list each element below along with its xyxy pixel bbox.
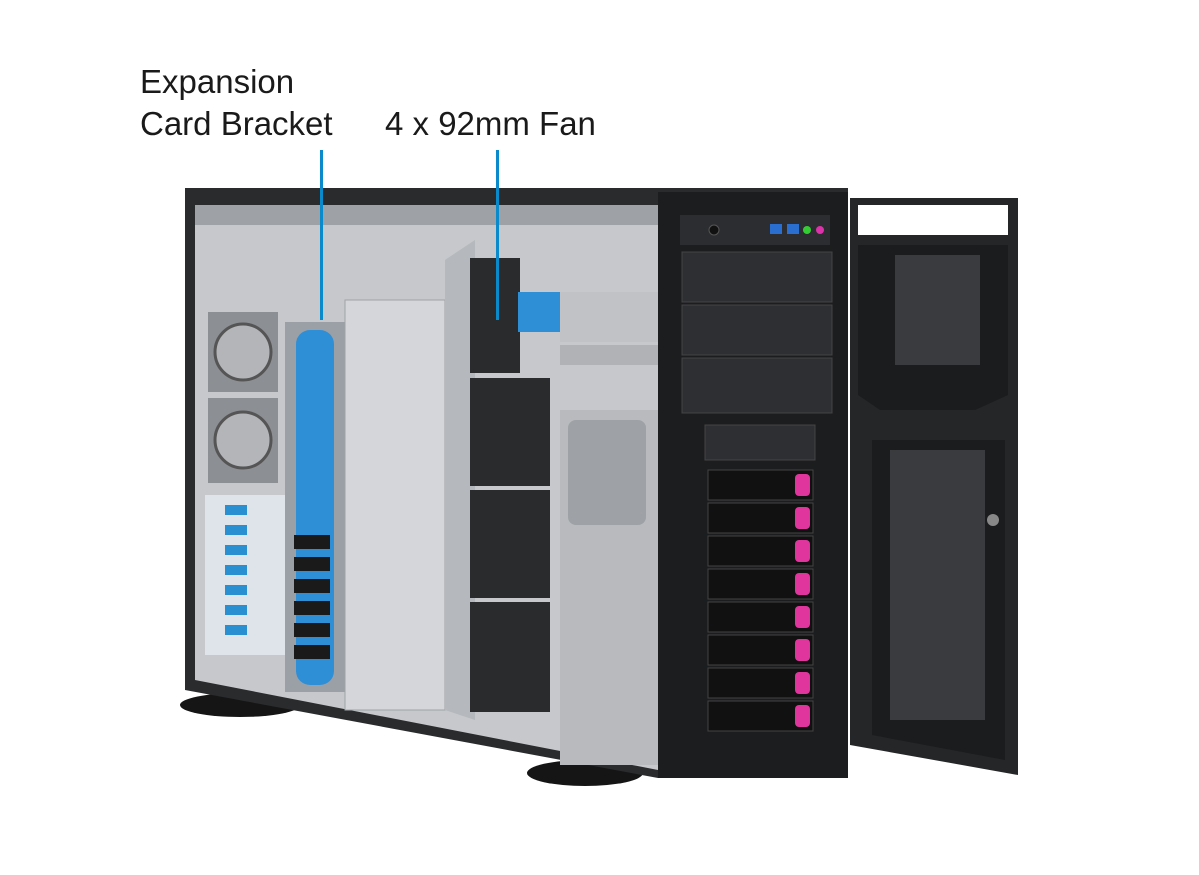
door-lock-icon — [987, 514, 999, 526]
callout-label-fan: 4 x 92mm Fan — [385, 105, 596, 142]
drive-bay-4 — [707, 568, 814, 600]
fan-1 — [470, 258, 520, 373]
front-door — [850, 198, 1018, 775]
fan-3 — [470, 490, 550, 598]
drive-bay-2 — [707, 502, 814, 534]
callout-leader-fan — [496, 150, 499, 320]
optical-bays — [681, 251, 833, 414]
expansion-card-bracket — [285, 322, 345, 692]
callout-label-expansion-line2: Card Bracket — [140, 105, 333, 142]
drive-bay-6 — [707, 634, 814, 666]
expansion-cards — [205, 495, 285, 655]
motherboard-tray — [344, 299, 446, 711]
drive-bay-3 — [707, 535, 814, 567]
callout-leader-expansion — [320, 150, 323, 320]
fan-4 — [470, 602, 550, 712]
drive-bay-1 — [707, 469, 814, 501]
hot-swap-drive-bays — [707, 469, 814, 732]
drive-bay-8 — [707, 700, 814, 732]
drive-bay-5 — [707, 601, 814, 633]
drive-bay-7 — [707, 667, 814, 699]
psu-fans — [208, 312, 278, 483]
fan-wall — [445, 240, 550, 720]
callout-label-expansion-line1: Expansion — [140, 63, 295, 100]
fan-2 — [470, 378, 550, 486]
